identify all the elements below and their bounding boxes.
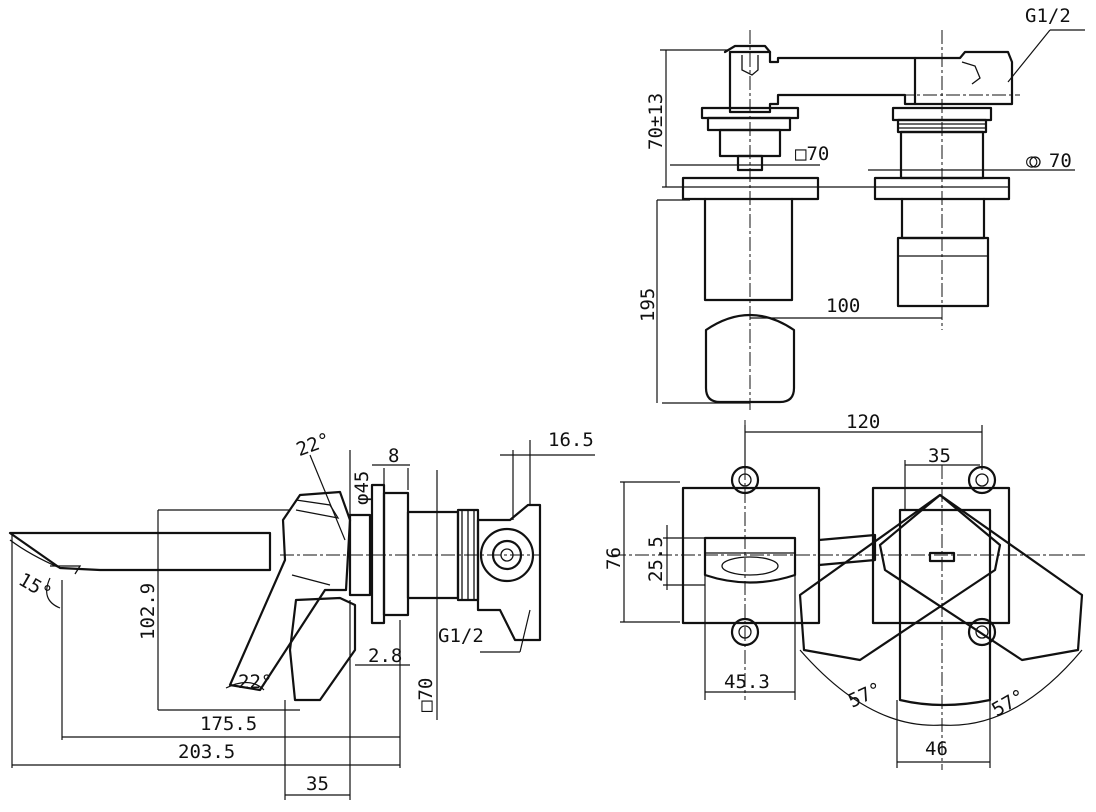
spout-icon [8,531,272,572]
dim-45-3-label: 45.3 [724,671,770,693]
thread-side-label: G1/2 [438,625,484,647]
dim-8-label: 8 [388,445,399,467]
plan-view: 120 35 76 25.5 45.3 57° 57° 46 [603,411,1085,770]
dim-175-5-label: 175.5 [200,713,257,735]
dim-25-5-label: 25.5 [645,536,667,582]
dim-102-9-label: 102.9 [137,583,159,640]
angle-22-top-label: 22° [293,429,333,461]
handle-icon [228,490,352,692]
dim-35-plan-label: 35 [928,445,951,467]
side-elevation-view: 22° φ45 8 16.5 15° 102.9 2.8 G1/2 □70 22… [8,429,595,800]
diameter-45-label: φ45 [351,471,373,505]
dim-2-8-label: 2.8 [368,645,402,667]
dim-76-label: 76 [603,547,625,570]
angle-57-left-label: 57° [845,678,885,712]
dim-203-5-label: 203.5 [178,741,235,763]
front-elevation-view: G1/2 70±13 □70 ○ 70 195 100 [637,5,1085,410]
angle-22-bottom-label: 22° [238,671,272,693]
top-thread-label: G1/2 [1025,5,1071,27]
circle-70-label: ○ 70 [1026,150,1072,172]
dim-35-bottom-label: 35 [306,773,329,795]
spacing-100-label: 100 [826,295,860,317]
dim-46-label: 46 [925,738,948,760]
valve-body-icon [476,503,542,642]
square-70-side-label: □70 [415,678,437,712]
height-70-label: 70±13 [645,93,667,150]
dim-120-label: 120 [846,411,880,433]
wall-plate-icon [370,483,386,625]
dim-16-5-label: 16.5 [548,429,594,451]
square-70-top-label: □70 [795,143,829,165]
angle-57-right-label: 57° [988,685,1029,721]
height-195-label: 195 [637,288,659,322]
